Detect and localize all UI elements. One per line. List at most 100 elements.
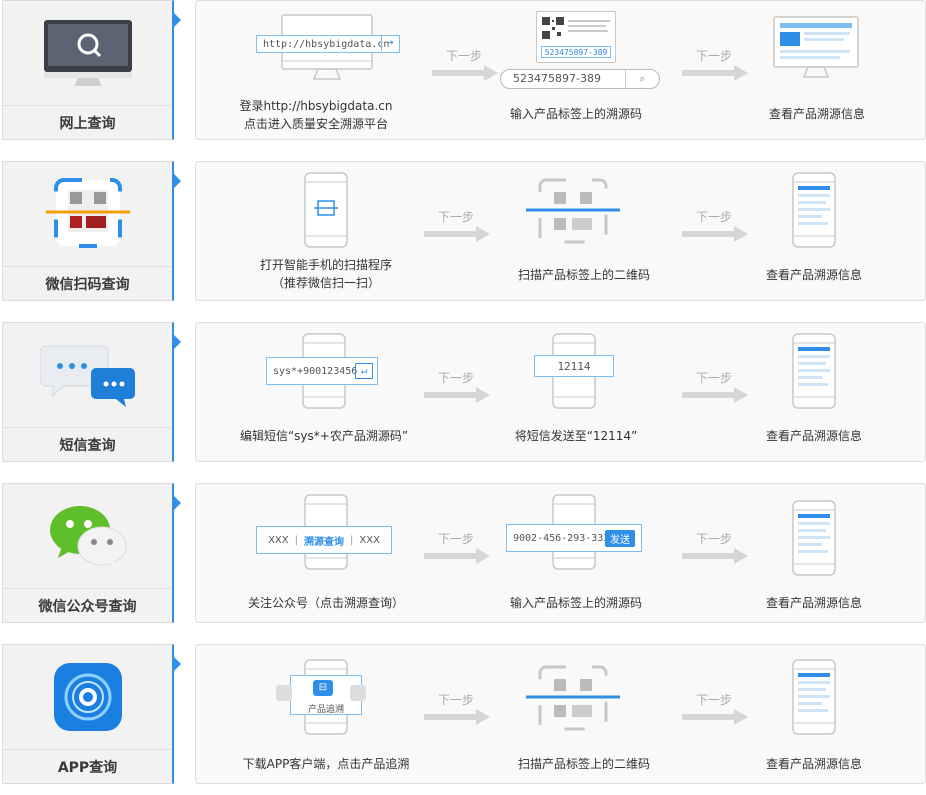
phone-scan-icon (304, 172, 348, 248)
steps-panel: XXX | 溯源查询 | XXX 关注公众号（点击溯源查询） 下一步 9002-… (195, 483, 926, 623)
caption-line-1: 查看产品溯源信息 (765, 429, 862, 443)
pointer-arrow (174, 335, 181, 349)
divider (3, 427, 172, 428)
arrow-right-icon[interactable]: ➔ (381, 36, 399, 51)
trace-code: 523475897-389 (541, 46, 611, 58)
arrow-right-icon (682, 65, 748, 81)
next-step: 下一步 (420, 691, 492, 731)
steps-panel: 打开智能手机的扫描程序 （推荐微信扫一扫） 下一步 扫描产品标签上的二维码 下一… (195, 161, 926, 301)
search-icon[interactable]: ⌕ (625, 70, 659, 88)
next-step: 下一步 (678, 47, 750, 87)
caption-line-1: 输入产品标签上的溯源码 (509, 107, 642, 121)
qr-scan-frame-icon (526, 665, 620, 731)
next-step: 下一步 (678, 530, 750, 570)
menu-item-right[interactable]: XXX (359, 534, 380, 546)
step-send-sms: 12114 将短信发送至“12114” (515, 323, 637, 463)
arrow-right-icon (424, 709, 490, 725)
next-step: 下一步 (420, 369, 492, 409)
caption-line-1: 下载APP客户端，点击产品追溯 (242, 757, 410, 771)
step-view-info: 查看产品溯源信息 (766, 323, 862, 463)
menu-item-trace[interactable]: 溯源查询 (304, 536, 344, 548)
caption-line-1: 关注公众号（点击溯源查询） (247, 596, 404, 610)
enter-icon[interactable]: ↵ (355, 363, 373, 379)
arrow-right-icon (682, 226, 748, 242)
arrow-right-icon (424, 387, 490, 403)
send-number-field: 12114 (534, 355, 614, 377)
method-web[interactable]: 网上查询 (2, 0, 181, 140)
app-label: 产品追溯 (307, 705, 344, 715)
app-tile-left (276, 685, 292, 701)
divider (3, 266, 172, 267)
step-caption: 查看产品溯源信息 (694, 755, 926, 773)
method-app[interactable]: APP查询 (2, 644, 181, 784)
next-label: 下一步 (695, 49, 732, 63)
method-wechat-public[interactable]: 微信公众号查询 (2, 483, 181, 623)
next-step: 下一步 (420, 208, 492, 248)
caption-line-2: （推荐微信扫一扫） (271, 276, 380, 290)
divider (3, 749, 172, 750)
next-label: 下一步 (695, 371, 732, 385)
step-input-code: 523475897-389 523475897-389 ⌕ 输入产品标签上的溯源… (496, 1, 660, 141)
pointer-arrow (174, 174, 181, 188)
step-scan-qr: 扫描产品标签上的二维码 (518, 645, 650, 785)
next-step: 下一步 (428, 47, 500, 87)
caption-line-2: 点击进入质量安全溯源平台 (243, 117, 388, 131)
divider (3, 588, 172, 589)
wechat-icon (3, 484, 172, 588)
monitor-search-icon (3, 1, 172, 105)
next-label: 下一步 (437, 693, 474, 707)
steps-panel: sys*+900123456 ↵ 编辑短信“sys*+农产品溯源码” 下一步 1… (195, 322, 926, 462)
send-button[interactable]: 发送 (605, 530, 635, 547)
phone-info-icon (792, 333, 836, 409)
method-label: 网上查询 (59, 116, 116, 132)
sms-bubbles-icon (3, 323, 172, 427)
divider (3, 105, 172, 106)
method-sms[interactable]: 短信查询 (2, 322, 181, 462)
caption-line-1: 登录http://hbsybigdata.cn (239, 99, 393, 113)
caption-line-1: 将短信发送至“12114” (514, 429, 638, 443)
step-follow-account: XXX | 溯源查询 | XXX 关注公众号（点击溯源查询） (248, 484, 404, 624)
step-caption: 关注公众号（点击溯源查询） (206, 594, 446, 612)
arrow-right-icon (682, 709, 748, 725)
code-input[interactable]: 9002-456-293-333 发送 (506, 524, 642, 552)
caption-line-1: 打开智能手机的扫描程序 (259, 258, 392, 272)
sms-value: sys*+900123456 (273, 365, 358, 377)
menu-item-left[interactable]: XXX (268, 534, 289, 546)
next-label: 下一步 (695, 210, 732, 224)
qr-scan-frame-icon (526, 178, 620, 244)
arrow-right-icon (682, 548, 748, 564)
caption-line-1: 扫描产品标签上的二维码 (517, 268, 650, 282)
row-app: APP查询 ⊟ 产品追溯 下载APP客户端，点击产品追溯 下一步 (0, 644, 926, 788)
method-label: 微信扫码查询 (45, 277, 130, 293)
step-login: http://hbsybigdata.cn ➔ 登录http://hbsybig… (240, 1, 400, 141)
step-caption: 登录http://hbsybigdata.cn 点击进入质量安全溯源平台 (196, 97, 436, 133)
app-icon (3, 645, 172, 749)
trace-app-icon[interactable]: ⊟ (313, 680, 333, 696)
step-view-info: 查看产品溯源信息 (769, 1, 865, 141)
caption-line-1: 查看产品溯源信息 (765, 596, 862, 610)
method-wechat-scan[interactable]: 微信扫码查询 (2, 161, 181, 301)
app-tile-right (350, 685, 366, 701)
url-field[interactable]: http://hbsybigdata.cn ➔ (256, 35, 400, 53)
qr-scan-icon (3, 162, 172, 266)
qr-code-icon (542, 17, 564, 39)
sms-input[interactable]: sys*+900123456 ↵ (266, 357, 378, 385)
next-label: 下一步 (445, 49, 482, 63)
search-input[interactable]: 523475897-389 ⌕ (500, 69, 660, 89)
next-step: 下一步 (678, 208, 750, 248)
step-caption: 查看产品溯源信息 (697, 105, 926, 123)
step-caption: 打开智能手机的扫描程序 （推荐微信扫一扫） (206, 256, 446, 292)
arrow-right-icon (432, 65, 498, 81)
caption-line-1: 查看产品溯源信息 (765, 268, 862, 282)
steps-panel: ⊟ 产品追溯 下载APP客户端，点击产品追溯 下一步 扫描产品标签上的二维码 (195, 644, 926, 784)
step-caption: 查看产品溯源信息 (694, 594, 926, 612)
caption-line-1: 查看产品溯源信息 (765, 757, 862, 771)
step-edit-sms: sys*+900123456 ↵ 编辑短信“sys*+农产品溯源码” (240, 323, 408, 463)
step-view-info: 查看产品溯源信息 (766, 162, 862, 302)
steps-panel: http://hbsybigdata.cn ➔ 登录http://hbsybig… (195, 0, 926, 140)
step-send-code: 9002-456-293-333 发送 输入产品标签上的溯源码 (506, 484, 642, 624)
method-label: 短信查询 (59, 438, 116, 454)
next-label: 下一步 (695, 532, 732, 546)
step-caption: 下载APP客户端，点击产品追溯 (206, 755, 446, 773)
monitor-info-icon (773, 16, 859, 78)
